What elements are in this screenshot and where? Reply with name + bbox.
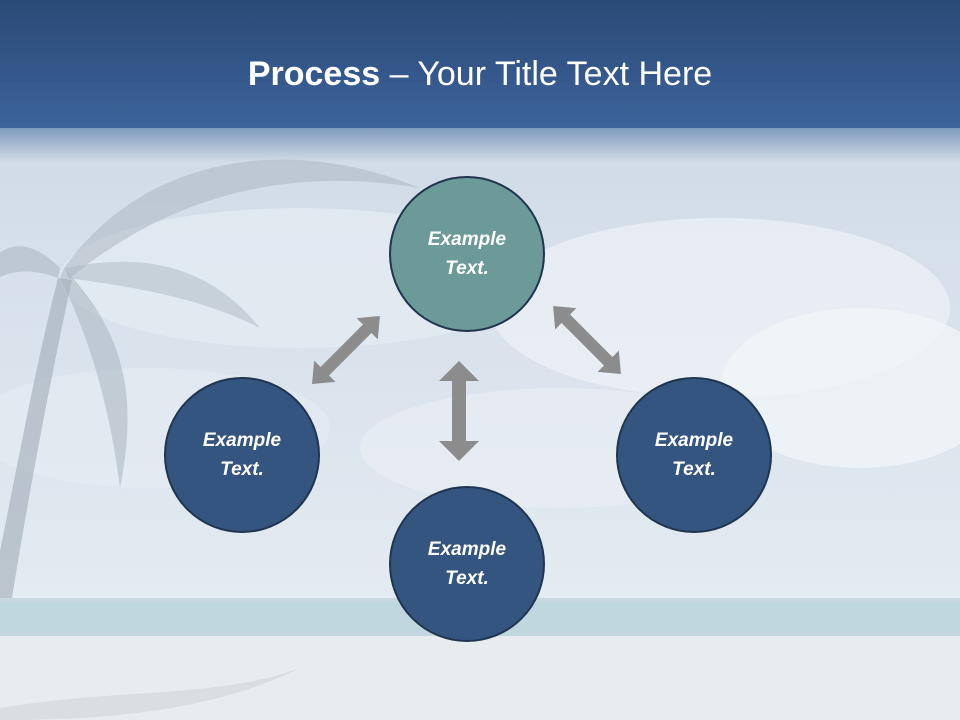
title-bar: [0, 0, 960, 128]
title-bar-fade: [0, 128, 960, 162]
double-arrow-vertical: [439, 361, 479, 461]
node-right-label: Example Text.: [654, 430, 734, 480]
double-arrow-left: [312, 316, 380, 384]
title-bold: Process: [247, 55, 381, 93]
node-bottom-label: Example Text.: [427, 539, 507, 589]
node-top-label: Example Text.: [427, 229, 507, 279]
double-arrow-right: [553, 306, 621, 374]
node-left: Example Text.: [164, 377, 320, 533]
title-separator: –: [380, 55, 418, 93]
node-right: Example Text.: [616, 377, 772, 533]
slide-title: Process – Your Title Text Here: [0, 52, 960, 96]
node-top: Example Text.: [389, 176, 545, 332]
title-rest: Your Title Text Here: [417, 55, 713, 93]
node-bottom: Example Text.: [389, 486, 545, 642]
node-left-label: Example Text.: [202, 430, 282, 480]
